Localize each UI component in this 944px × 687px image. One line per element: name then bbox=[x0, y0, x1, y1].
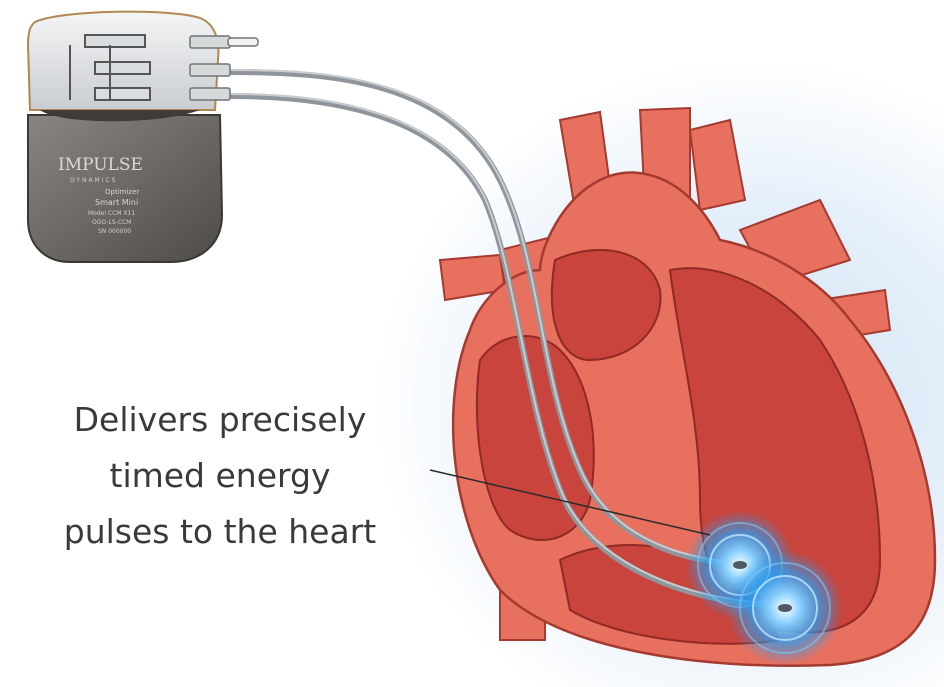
device-product-line-1: Optimizer bbox=[105, 188, 139, 196]
caption: Delivers precisely timed energy pulses t… bbox=[20, 392, 420, 560]
device-product-line-5: SN 000000 bbox=[98, 228, 131, 235]
device-brand: IMPULSE bbox=[58, 155, 143, 175]
pulse-glow-lower bbox=[727, 550, 843, 666]
device-brand-sub: DYNAMICS bbox=[70, 177, 118, 184]
pacemaker-device: IMPULSE DYNAMICS Optimizer Smart Mini Mo… bbox=[28, 12, 258, 262]
device-product-line-3: Model CCM X11 bbox=[88, 210, 135, 217]
device-product-line-4: OOO-LS-CCM bbox=[92, 219, 131, 226]
caption-line-1: Delivers precisely bbox=[20, 392, 420, 448]
caption-line-2: timed energy bbox=[20, 448, 420, 504]
device-product-line-2: Smart Mini bbox=[95, 198, 138, 207]
caption-line-3: pulses to the heart bbox=[20, 504, 420, 560]
